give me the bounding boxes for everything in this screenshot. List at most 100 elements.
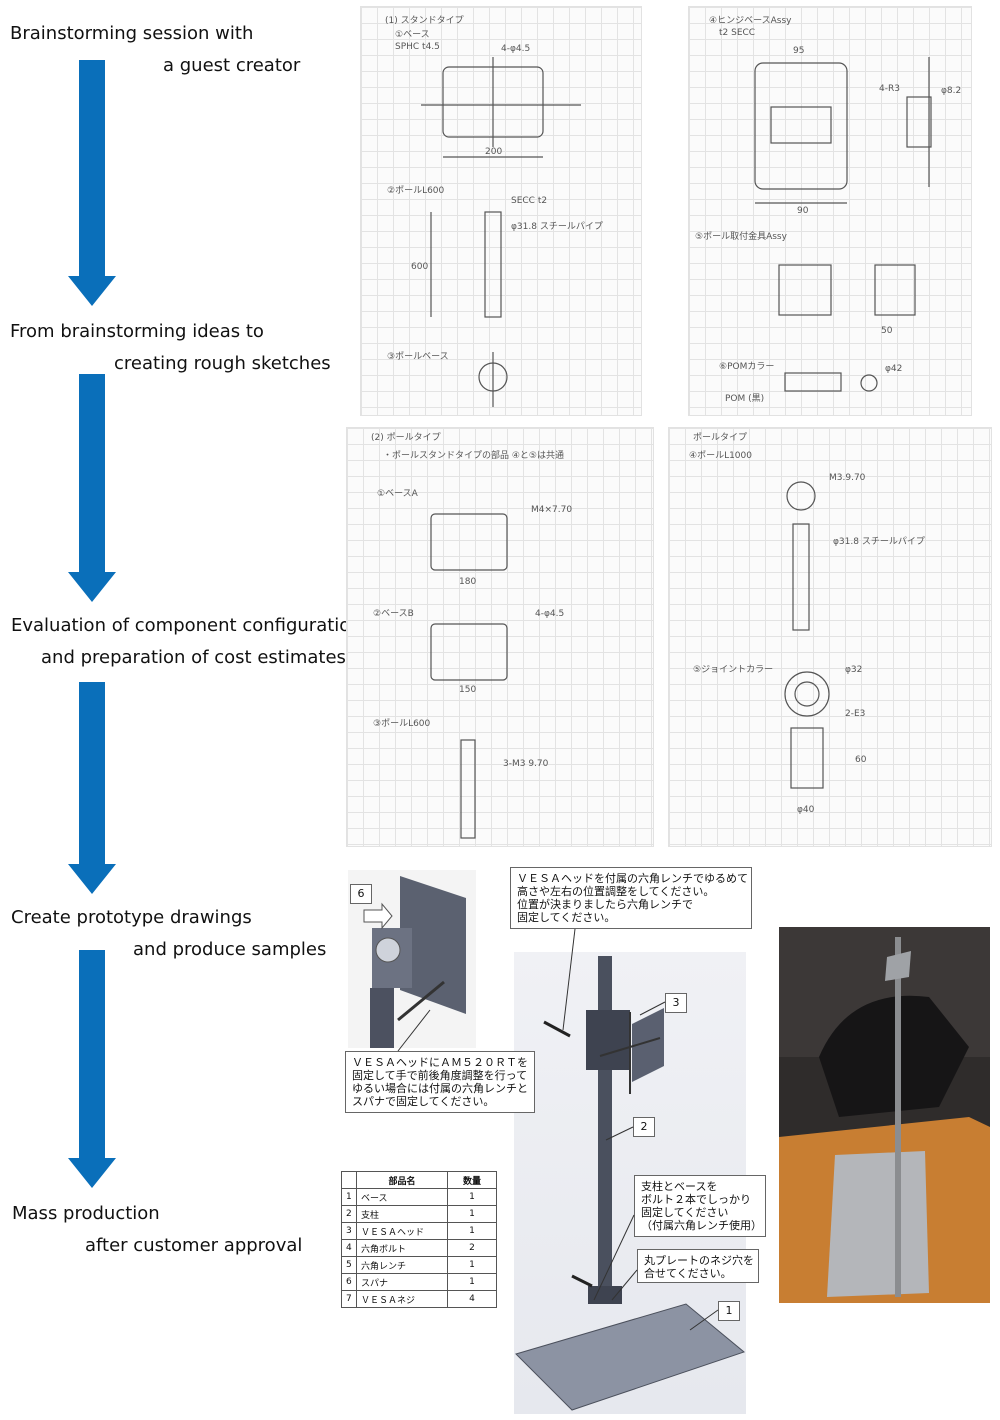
callout-vesa-angle-line1: ＶＥＳＡヘッドにＡＭ５２０ＲＴを [352,1056,528,1069]
sheet3-sub3: ②ベースB [373,609,414,619]
callout-vesa-adjust-line4: 固定してください。 [517,911,616,924]
step-1: Brainstorming session with a guest creat… [10,18,340,82]
parts-no: 3 [341,1222,357,1240]
callout-vesa-adjust-line1: ＶＥＳＡヘッドを付属の六角レンチでゆるめて [517,872,748,885]
sheet1-dim-a: 200 [485,147,502,157]
sheet2-sub2: ⑤ポール取付金具Assy [695,230,788,242]
parts-name: ＶＥＳＡヘッド [356,1222,448,1240]
pole-top [370,988,394,1048]
hinge-knob [375,937,401,963]
parts-no: 7 [341,1290,357,1308]
sheet1-title: (1) スタンドタイプ [385,15,464,26]
sheet1-dim-b: 600 [411,262,428,272]
photo-vesa-head [885,951,911,981]
parts-qty: 1 [447,1222,497,1240]
step-5: Mass production after customer approval [12,1198,342,1262]
sheet4-sub1: ④ポールL1000 [689,450,752,461]
step-2-line1: From brainstorming ideas to [10,321,264,342]
parts-no: 1 [341,1188,357,1206]
leader-vesa-angle [397,1009,431,1052]
callout-pole-base-line2: ボルト２本でしっかり [641,1193,751,1206]
callout-vesa-angle-line4: スパナで固定してください。 [352,1095,495,1108]
sketch-drawing-1: (1) スタンドタイプ ①ベース SPHC t4.5 4-φ4.5 200 ②ポ… [385,15,603,407]
flow-arrow-4-shape [68,950,116,1188]
sheet2-dim-a: 95 [793,46,804,56]
vesa-head-detail-drawing [363,876,466,1048]
sheet3-base-a [430,513,508,571]
parts-name: ＶＥＳＡネジ [356,1290,448,1308]
leader-plate [611,1269,638,1301]
sheet4-pole-top [786,481,816,511]
callout-plate-line1: 丸プレートのネジ穴を [644,1254,754,1267]
sheet1-sub1: ①ベース [395,30,430,40]
assembly-vesa-plate [632,1008,664,1082]
sheet1-sub3: ②ポールL600 [387,185,445,196]
sheet2-hinge-center [770,106,832,144]
sheet4-label-e: φ40 [797,805,815,815]
parts-header-no [341,1171,357,1189]
callout-plate: 丸プレートのネジ穴を 合せてください。 [637,1249,759,1283]
flow-arrow-3-shape [68,682,116,894]
callout-plate-line2: 合せてください。 [644,1267,732,1280]
leader-head [639,1001,666,1016]
sheet3-dim-a: 180 [459,577,476,587]
sheet1-pole [484,211,502,318]
step-3: Evaluation of component configuration an… [11,610,362,674]
sheet4-title: ポールタイプ [693,432,747,443]
sheet1-sub2: SPHC t4.5 [395,42,440,52]
sheet2-bracket-side [874,264,916,316]
parts-name: スパナ [356,1273,448,1291]
parts-no: 5 [341,1256,357,1274]
callout-vesa-angle-line2: 固定して手で前後角度調整を行って [352,1069,528,1082]
sketch-drawing-3: (2) ポールタイプ ・ポールスタンドタイプの部品 ④と⑤は共通 ①ベースA M… [371,432,572,839]
marker-base: 1 [718,1301,740,1321]
leader-base [689,1309,719,1331]
callout-pole-base-line1: 支柱とベースを [641,1180,718,1193]
hex-wrench-upper [543,1020,571,1038]
sheet4-joint-collar-inner [794,681,820,707]
parts-name: 六角レンチ [356,1256,448,1274]
sheet4-collar-side [790,727,824,789]
sketch-sheet-hinge: ④ヒンジベースAssy t2 SECC 95 4-R3 φ8.2 90 ⑤ポール… [688,6,972,416]
sheet4-label-d: 2-E3 [845,709,865,719]
sketch-sheet-pole-l1000: ポールタイプ ④ポールL1000 M3.9.70 φ31.8 スチールパイプ ⑤… [668,427,992,847]
sheet4-label-a: M3.9.70 [829,473,866,483]
sheet2-hinge-plate [754,62,848,190]
parts-qty: 4 [447,1290,497,1308]
parts-name: 支柱 [356,1205,448,1223]
assembly-round-plate [588,1286,622,1304]
parts-no: 6 [341,1273,357,1291]
leader-pole-base [593,1214,635,1301]
sheet2-collar-circle [860,374,878,392]
callout-vesa-angle: ＶＥＳＡヘッドにＡＭ５２０ＲＴを 固定して手で前後角度調整を行って ゆるい場合に… [345,1051,535,1113]
step-4-line1: Create prototype drawings [11,907,252,928]
step-2-line2: creating rough sketches [114,353,331,374]
sheet3-title: (2) ポールタイプ [371,432,441,443]
step-2: From brainstorming ideas to creating rou… [10,316,340,380]
flow-arrow-1 [68,60,116,306]
sheet3-dim-b: 150 [459,685,476,695]
assembly-drawing [515,956,746,1411]
assembly-vesa-head [586,1010,630,1070]
step-1-line2: a guest creator [163,55,301,76]
sheet3-base-b [430,623,508,681]
sheet3-label-c: 3-M3 9.70 [503,759,549,769]
callout-pole-base-line3: 固定してください [641,1206,729,1219]
sketch-drawing-2: ④ヒンジベースAssy t2 SECC 95 4-R3 φ8.2 90 ⑤ポール… [695,15,961,404]
marker-head: 3 [665,993,687,1013]
sheet3-label-a: M4×7.70 [531,505,572,515]
sketch-sheet-stand-type: (1) スタンドタイプ ①ベース SPHC t4.5 4-φ4.5 200 ②ポ… [360,6,642,416]
step-4: Create prototype drawings and produce sa… [11,902,341,966]
marker-pole: 2 [633,1117,655,1137]
sheet4-joint-collar-outer [784,671,830,717]
sheet3-pole [460,739,476,839]
callout-pole-base-line4: （付属六角レンチ使用） [641,1219,762,1232]
step-5-line2: after customer approval [85,1235,303,1256]
callout-vesa-angle-line3: ゆるい場合には付属の六角レンチと [352,1082,528,1095]
